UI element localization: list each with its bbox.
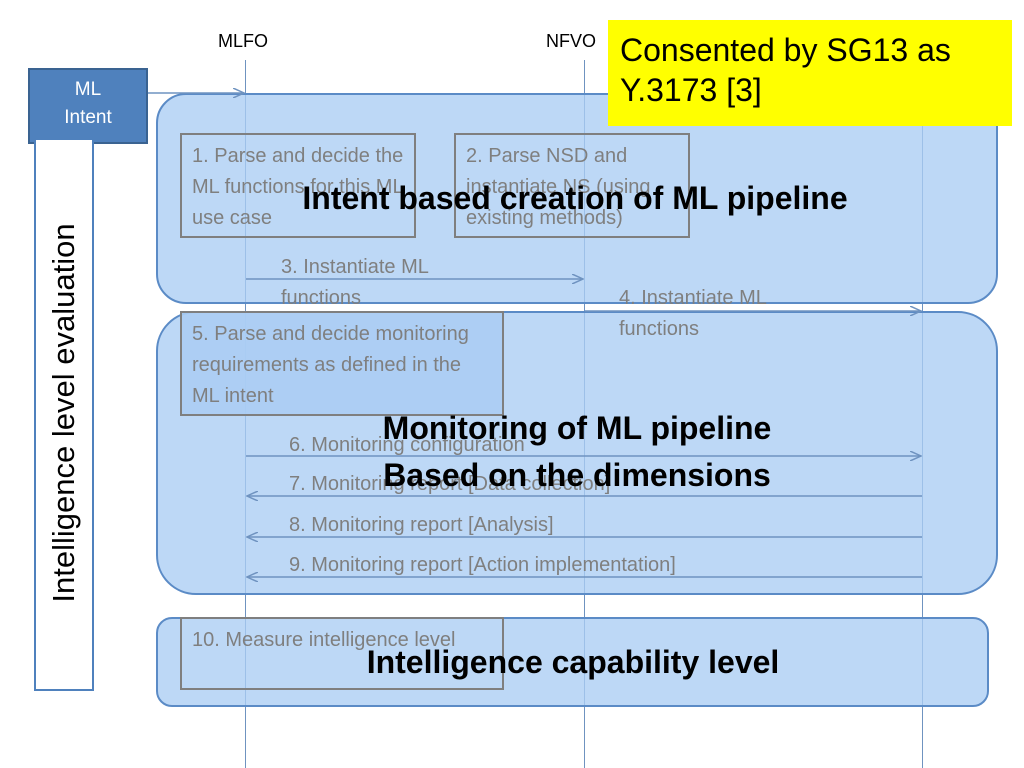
step-5-box: 5. Parse and decide monitoring requireme… [180,311,504,416]
step-1-box: 1. Parse and decide the ML functions for… [180,133,416,238]
step-9-label: 9. Monitoring report [Action implementat… [289,554,676,576]
monitoring-panel-title-line2: Based on the dimensions [383,457,771,493]
ml-intent-line2: Intent [64,107,112,128]
capability-panel-title: Intelligence capability level [366,644,780,680]
step-2-box: 2. Parse NSD and instantiate NS (using e… [454,133,690,238]
step-8-label: 8. Monitoring report [Analysis] [289,514,554,536]
monitoring-panel-title-line1: Monitoring of ML pipeline [382,410,772,446]
nfvo-header: NFVO [546,31,597,51]
ml-intent-line1: ML [74,79,102,100]
intelligence-capability-panel [156,617,989,707]
step-3-label: 3. Instantiate ML functions [281,256,429,309]
step-10-box: 10. Measure intelligence level [180,617,504,690]
step-4-label: 4. Instantiate ML functions [619,287,767,340]
consent-note: Consented by SG13 as Y.3173 [3] [608,20,1012,126]
step-7-label: 7. Monitoring report [Data collection] [289,473,611,495]
mlfo-header: MLFO [218,31,269,51]
creation-panel-title: Intent based creation of ML pipeline [302,180,848,216]
step-6-label: 6. Monitoring configuration [289,434,525,456]
intelligence-evaluation-box [34,138,94,691]
ml-pipeline-creation-panel [156,93,998,304]
ml-intent-box: ML Intent [28,68,148,144]
